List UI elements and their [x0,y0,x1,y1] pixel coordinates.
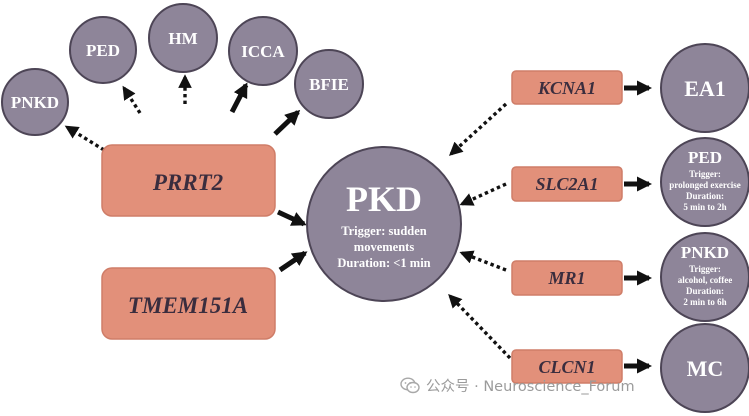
watermark-text: 公众号 · Neuroscience_Forum [426,379,635,395]
phenotype-label-hm: HM [168,29,197,48]
ped-detail-line-2: prolonged exercise [669,180,740,190]
gene-box-prrt2: PRRT2 [101,144,276,217]
phenotype-label-ped-right: PED [688,148,722,167]
gene-label-clcn1: CLCN1 [538,357,595,377]
pnkd-detail-line-4: 2 min to 6h [683,297,726,307]
phenotype-circle-pnkd-right: PNKD Trigger: alcohol, coffee Duration: … [660,232,749,322]
arrow-mr1-to-pkd [459,250,507,272]
pnkd-detail-line-3: Duration: [686,286,724,296]
phenotype-label-mc: MC [687,356,724,381]
pkd-title: PKD [346,179,422,219]
gene-label-kcna1: KCNA1 [537,78,596,98]
arrow-slc2a1-to-pkd [459,182,507,206]
gene-box-clcn1: CLCN1 [511,349,623,384]
arrow-prrt2-to-ped [122,85,142,114]
pkd-detail-line-1: Trigger: sudden [341,224,427,238]
gene-box-kcna1: KCNA1 [511,70,623,105]
gene-label-tmem151a: TMEM151A [128,293,248,318]
arrow-prrt2-to-pkd [276,209,307,227]
arrow-prrt2-to-pnkd [64,125,105,152]
phenotype-circle-ped: PED [69,16,137,84]
arrow-prrt2-to-icca [229,82,249,114]
pnkd-detail-line-2: alcohol, coffee [678,275,732,285]
phenotype-circle-icca: ICCA [228,16,298,86]
arrow-kcna1-to-pkd [448,102,508,156]
ped-detail-line-1: Trigger: [689,169,721,179]
gene-label-slc2a1: SLC2A1 [535,174,598,194]
phenotype-circle-pnkd: PNKD [1,68,69,136]
phenotype-circle-ea1: EA1 [660,43,749,133]
gene-box-mr1: MR1 [511,260,623,296]
phenotype-label-ped: PED [86,41,120,60]
arrow-clcn1-to-pkd [448,294,512,360]
phenotype-label-icca: ICCA [241,42,285,61]
phenotype-circle-hm: HM [148,3,218,73]
ped-detail-line-4: 5 min to 2h [683,202,726,212]
pkd-detail-line-2: movements [354,240,415,254]
arrow-tmem151a-to-pkd [278,250,308,273]
phenotype-label-bfie: BFIE [309,75,349,94]
gene-label-prrt2: PRRT2 [152,170,223,195]
wechat-icon [400,377,420,394]
gene-box-slc2a1: SLC2A1 [511,166,623,202]
phenotype-label-pnkd-right: PNKD [681,243,729,262]
gene-label-mr1: MR1 [547,268,585,288]
phenotype-label-pnkd: PNKD [11,93,59,112]
gene-box-tmem151a: TMEM151A [101,267,276,340]
pkd-circle: PKD Trigger: sudden movements Duration: … [306,146,462,302]
pnkd-detail-line-1: Trigger: [689,264,721,274]
ped-detail-line-3: Duration: [686,191,724,201]
phenotype-circle-bfie: BFIE [294,49,364,119]
pkd-detail-line-3: Duration: <1 min [337,256,430,270]
watermark: 公众号 · Neuroscience_Forum [400,375,635,396]
phenotype-circle-ped-right: PED Trigger: prolonged exercise Duration… [660,137,749,227]
arrow-prrt2-to-bfie [273,109,301,136]
phenotype-circle-mc: MC [660,323,749,413]
phenotype-label-ea1: EA1 [684,76,726,101]
